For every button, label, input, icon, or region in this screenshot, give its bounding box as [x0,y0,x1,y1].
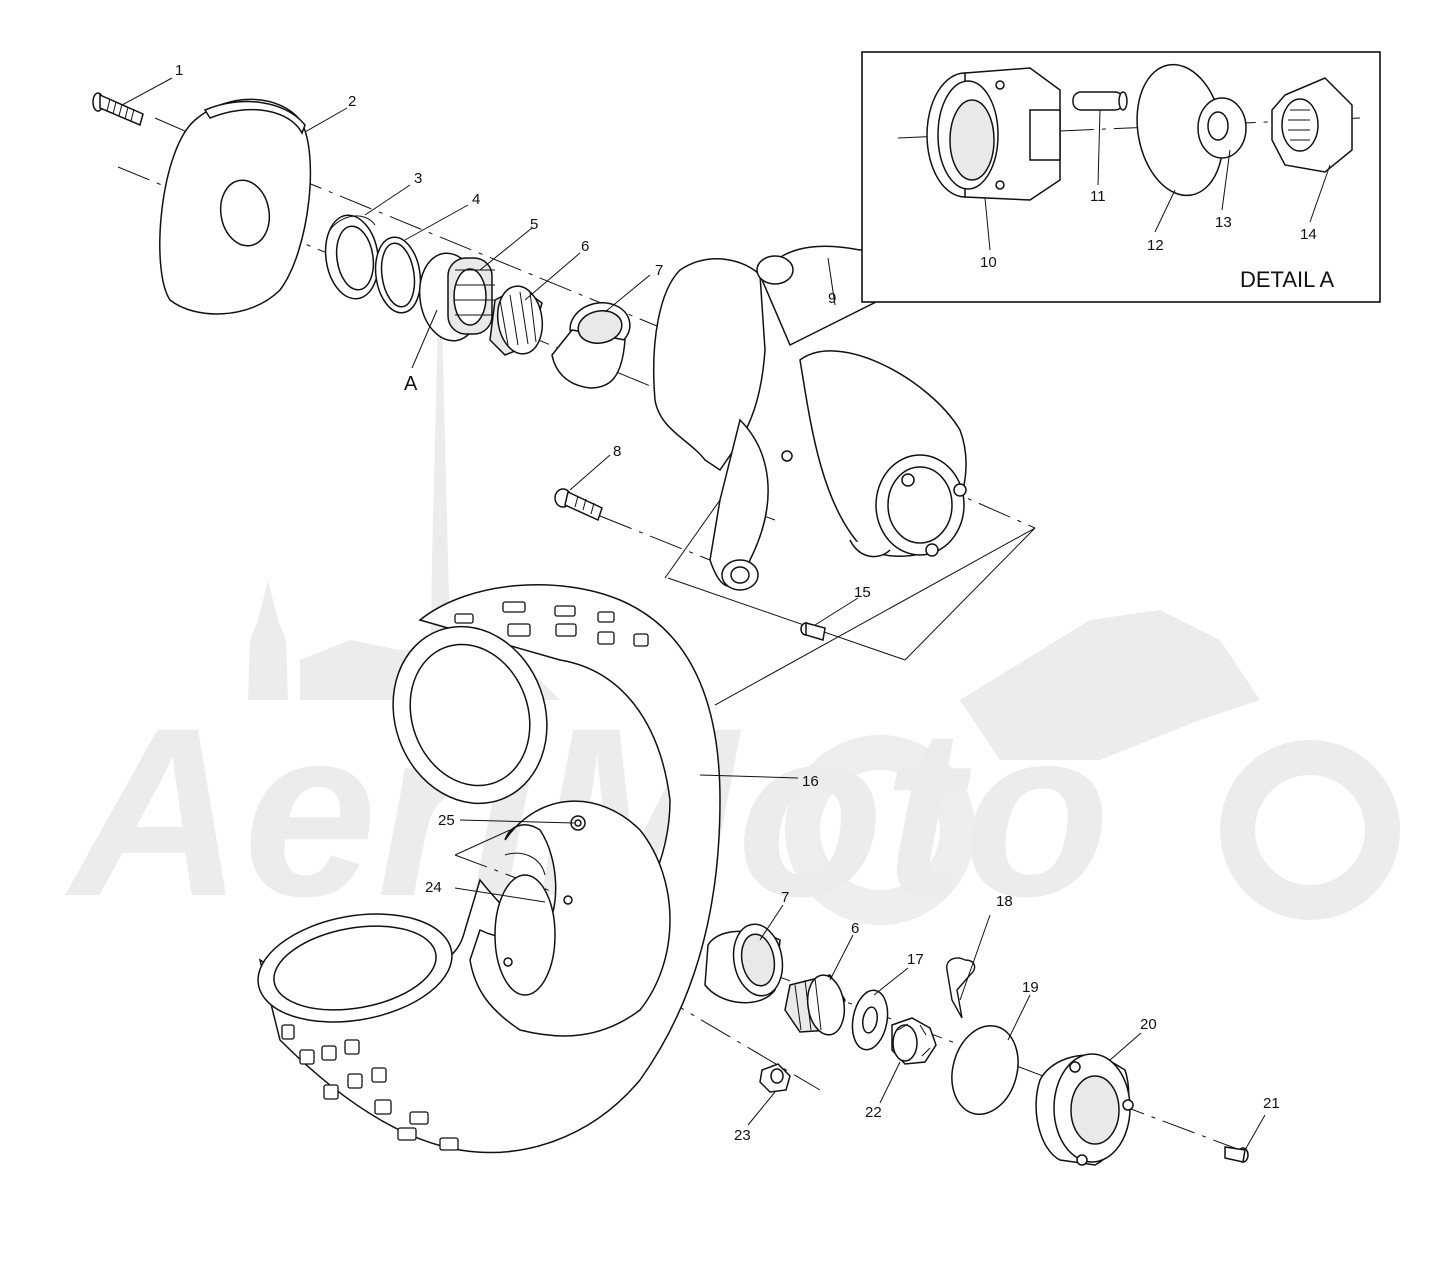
callout-13: 13 [1215,214,1232,231]
part-8-screw [554,488,603,522]
part-24-rim [469,800,671,1037]
callout-24: 24 [425,879,442,896]
callout-7b: 7 [781,889,789,906]
callout-1: 1 [175,62,183,79]
callout-12: 12 [1147,237,1164,254]
callout-7a: 7 [655,262,663,279]
part-1-bolt [92,92,144,127]
part-20-hub-cap [1035,1053,1134,1166]
callout-15: 15 [854,584,871,601]
part-23-lug-nut [759,1063,791,1093]
callout-9: 9 [828,290,836,307]
part-18-cotter-pin [946,957,976,1019]
callout-18: 18 [996,893,1013,910]
callout-20: 20 [1140,1016,1157,1033]
callout-5: 5 [530,216,538,233]
leader-lines [121,77,1331,1151]
callout-6b: 6 [851,920,859,937]
part-4-snap-ring [374,236,422,314]
part-6a-bearing [489,285,544,356]
part-10-hub [926,67,1061,201]
callout-22: 22 [865,1104,882,1121]
callout-21: 21 [1263,1095,1280,1112]
callout-17: 17 [907,951,924,968]
part-5-hub-gear [418,252,495,342]
part-21-screw [1224,1146,1249,1163]
detail-a-box: DETAIL A [861,51,1381,303]
callout-labels: 1 2 3 4 5 6 7 A 8 9 10 11 12 13 14 15 16… [175,62,1317,1144]
callout-23: 23 [734,1127,751,1144]
callout-19: 19 [1022,979,1039,996]
part-7b-race [704,923,784,1004]
callout-16: 16 [802,773,819,790]
callout-25: 25 [438,812,455,829]
part-25-valve [570,815,586,831]
part-15-plug [800,622,826,641]
detail-title: DETAIL A [1240,267,1334,292]
callout-14: 14 [1300,226,1317,243]
part-6b-bearing [784,974,846,1036]
callout-2: 2 [348,93,356,110]
callout-6a: 6 [581,238,589,255]
part-13-washer [1197,97,1247,159]
part-22-castle-nut [891,1017,937,1065]
callout-8: 8 [613,443,621,460]
callout-3: 3 [414,170,422,187]
callout-11: 11 [1090,188,1106,205]
callout-10: 10 [980,254,997,271]
callout-a: A [404,373,418,395]
callout-4: 4 [472,191,480,208]
part-14-nut [1271,77,1353,173]
part-2-disc [159,98,312,315]
part-17-washer [851,989,889,1051]
part-19-oring [951,1025,1019,1115]
part-11-pin [1072,91,1128,111]
part-7a-race [551,302,631,389]
part-3-seal [324,214,380,300]
